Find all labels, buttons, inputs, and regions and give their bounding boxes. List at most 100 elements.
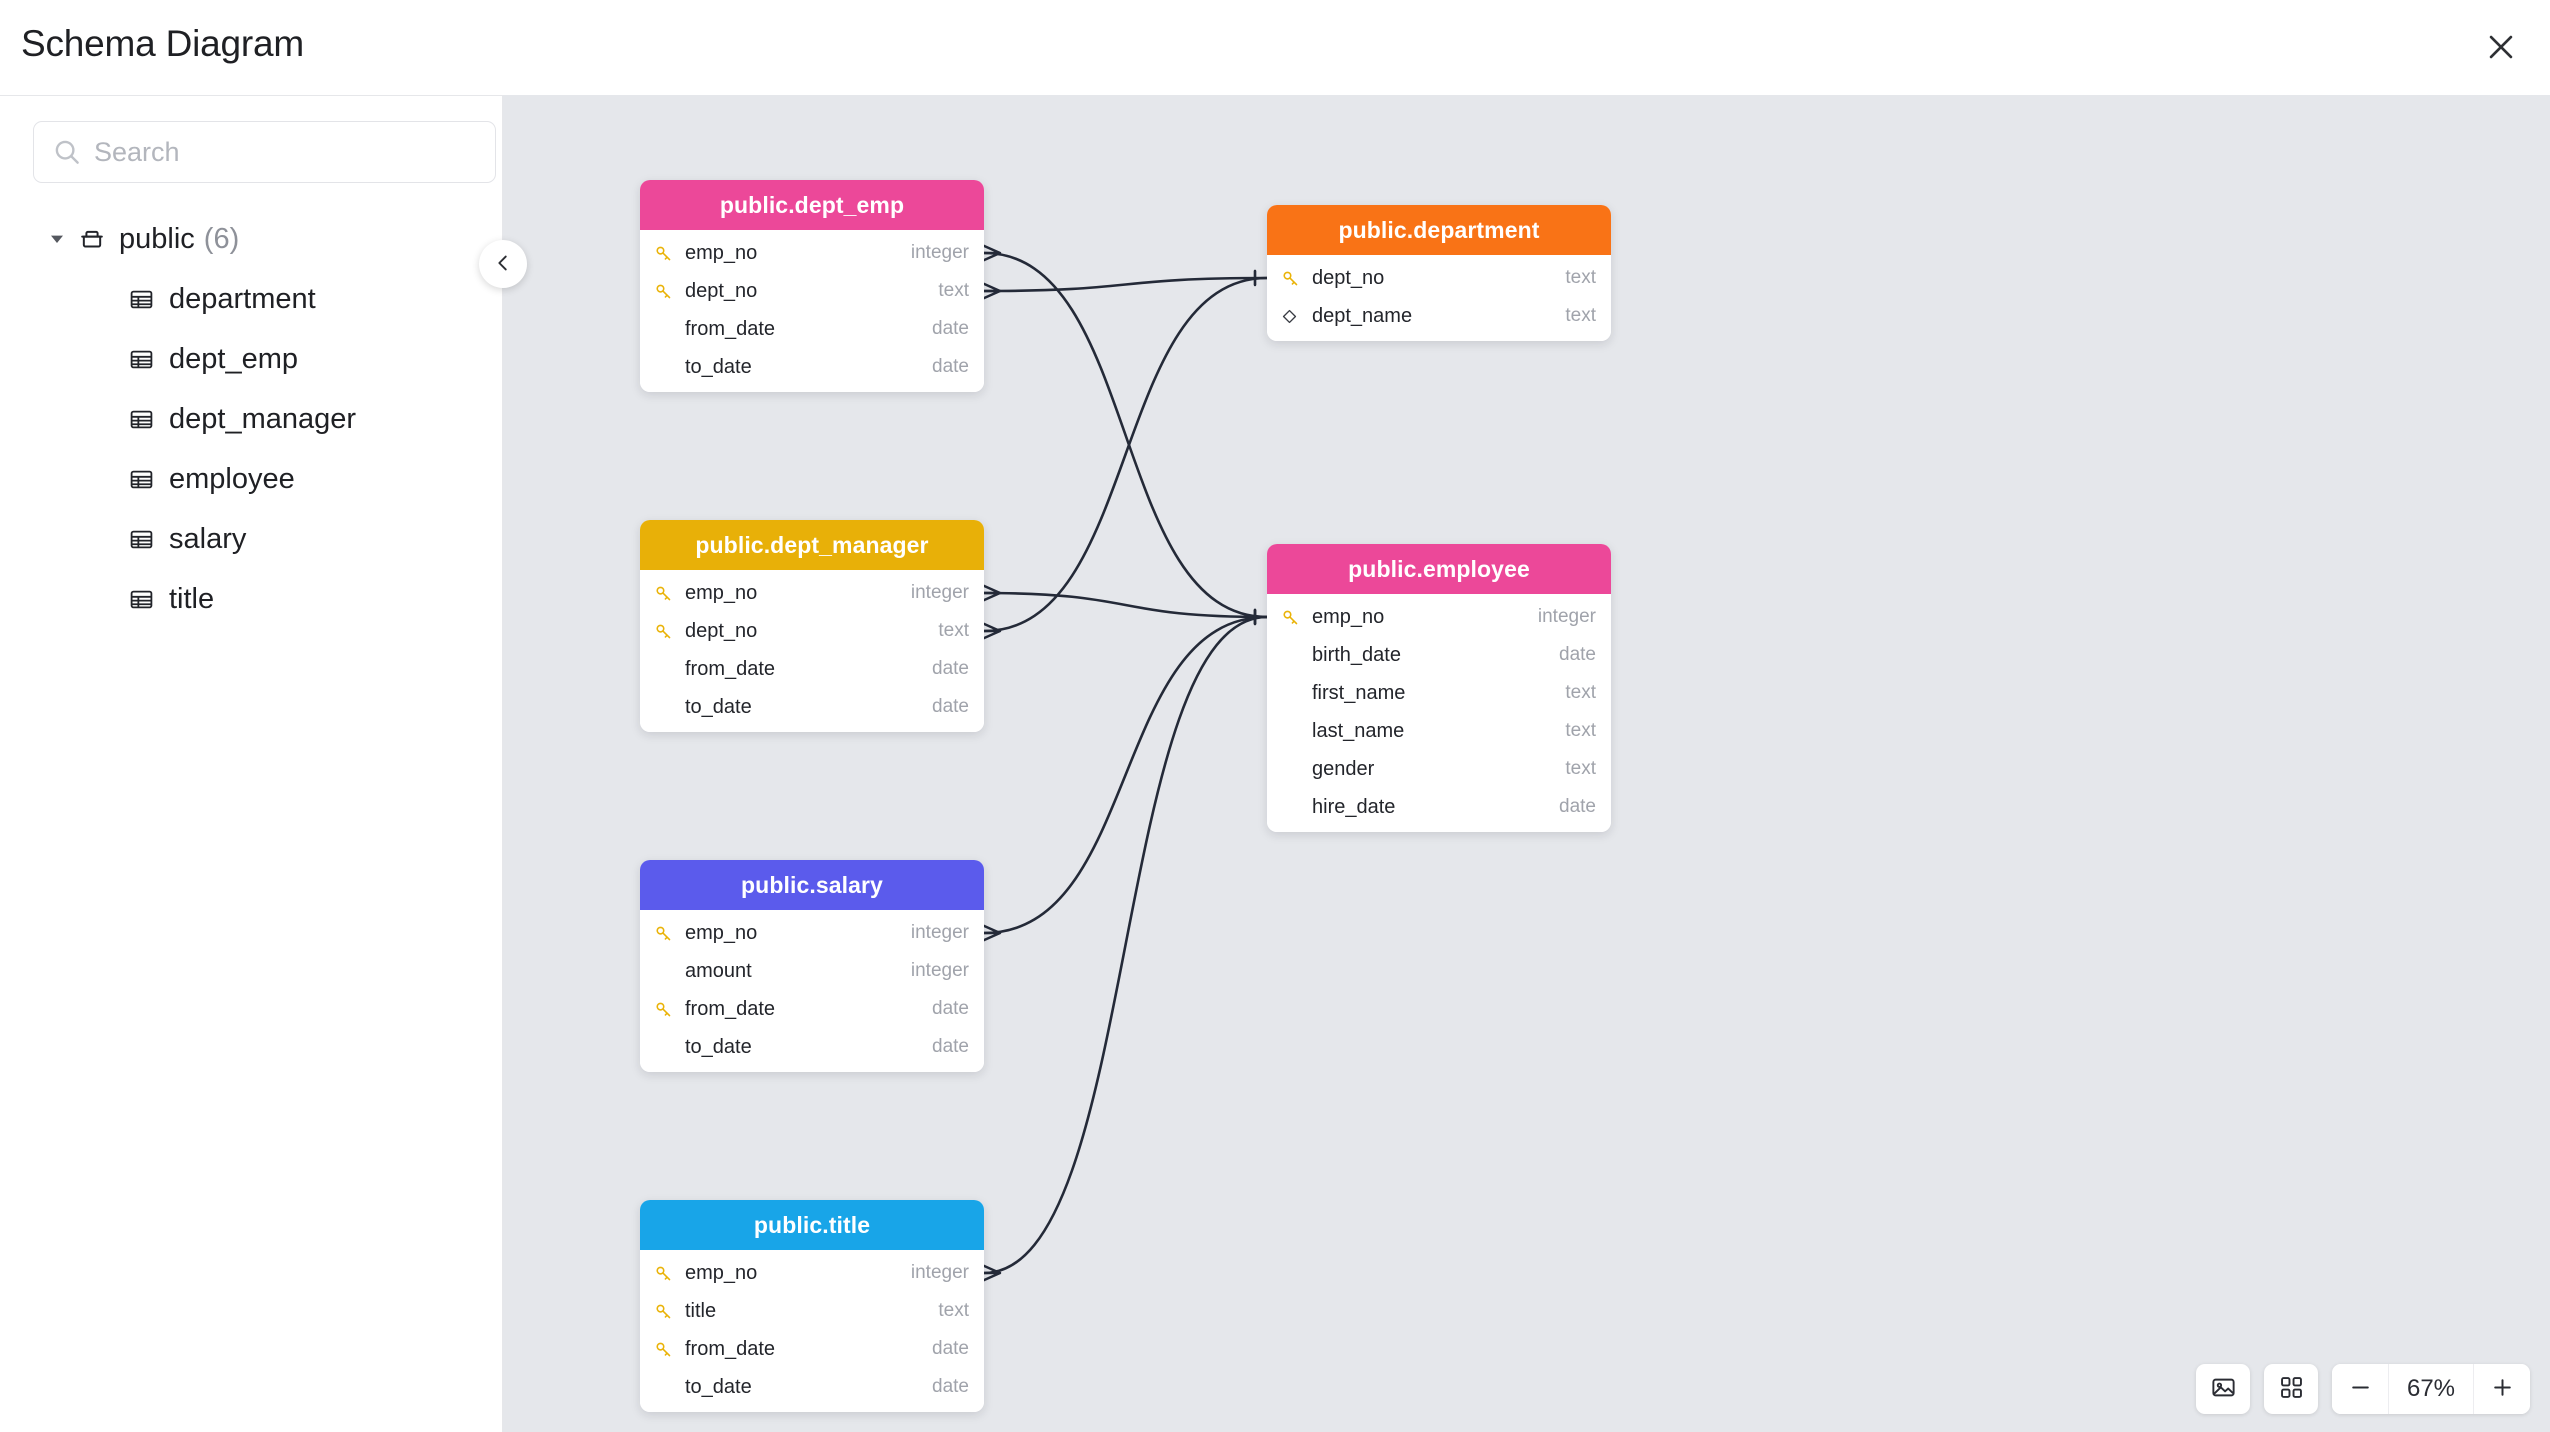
sidebar: public (6) department dept_emp dept_manage… — [0, 95, 503, 1432]
sidebar-table-employee[interactable]: employee — [0, 449, 502, 509]
primary-key-icon — [654, 1264, 678, 1283]
primary-key-icon — [1281, 269, 1305, 288]
sidebar-table-label: employee — [169, 462, 295, 495]
table-node-header-dept_manager[interactable]: public.dept_manager — [640, 520, 984, 570]
primary-key-icon — [654, 584, 678, 603]
sidebar-table-title[interactable]: title — [0, 569, 502, 629]
column-row[interactable]: to_date date — [640, 1368, 984, 1406]
column-name: to_date — [685, 355, 752, 378]
table-node-header-title[interactable]: public.title — [640, 1200, 984, 1250]
close-button[interactable] — [2472, 18, 2530, 76]
table-node-title: public.employee — [1348, 555, 1530, 582]
crows-foot-marker — [980, 583, 1002, 603]
sidebar-table-dept_manager[interactable]: dept_manager — [0, 389, 502, 449]
close-icon — [2484, 30, 2518, 64]
column-type: date — [932, 318, 969, 339]
sidebar-collapse-button[interactable] — [479, 240, 527, 288]
database-schema-icon — [78, 225, 106, 253]
column-type: date — [932, 658, 969, 679]
column-row[interactable]: dept_no text — [1267, 259, 1611, 297]
column-type: date — [932, 1376, 969, 1397]
table-node-title: public.dept_manager — [695, 531, 929, 558]
table-icon — [128, 466, 155, 493]
auto-layout-button[interactable] — [2264, 1364, 2318, 1414]
column-row[interactable]: from_date date — [640, 650, 984, 688]
column-name: from_date — [685, 317, 776, 340]
search-input[interactable] — [94, 136, 477, 168]
primary-key-icon — [1281, 608, 1305, 627]
relationship-edge — [983, 591, 1268, 619]
column-name: first_name — [1312, 681, 1406, 704]
relationship-edge — [983, 276, 1268, 633]
zoom-in-button[interactable] — [2474, 1364, 2530, 1414]
column-name: dept_no — [1312, 266, 1385, 289]
zoom-level-label[interactable]: 67% — [2388, 1364, 2474, 1414]
unique-index-icon — [1281, 308, 1305, 325]
relationship-edge — [983, 615, 1268, 1275]
table-node-header-salary[interactable]: public.salary — [640, 860, 984, 910]
export-image-button[interactable] — [2196, 1364, 2250, 1414]
column-type: integer — [910, 1262, 969, 1283]
title-bar: Schema Diagram — [0, 0, 2550, 95]
table-icon — [128, 586, 155, 613]
column-type: text — [1565, 267, 1596, 288]
column-name: to_date — [685, 1375, 752, 1398]
search-box[interactable] — [33, 121, 496, 183]
primary-key-icon — [654, 244, 678, 263]
chevron-down-icon[interactable] — [46, 228, 68, 250]
sidebar-table-label: department — [169, 282, 316, 315]
primary-key-icon — [654, 1340, 678, 1359]
schema-name: public — [119, 222, 195, 255]
column-type: text — [1565, 305, 1596, 326]
sidebar-table-salary[interactable]: salary — [0, 509, 502, 569]
sidebar-table-label: dept_emp — [169, 342, 298, 375]
sidebar-table-dept_emp[interactable]: dept_emp — [0, 329, 502, 389]
sidebar-table-department[interactable]: department — [0, 269, 502, 329]
table-node-header-dept_emp[interactable]: public.dept_emp — [640, 180, 984, 230]
relationship-edge — [983, 251, 1268, 619]
table-node-title: public.dept_emp — [719, 191, 905, 218]
column-type: date — [932, 1036, 969, 1057]
zoom-out-button[interactable] — [2332, 1364, 2388, 1414]
column-row[interactable]: to_date date — [640, 1028, 984, 1066]
column-row[interactable]: emp_no integer — [640, 1254, 984, 1292]
column-type: integer — [910, 242, 969, 263]
column-name: emp_no — [685, 1261, 758, 1284]
column-name: to_date — [685, 1035, 752, 1058]
column-name: dept_no — [685, 619, 758, 642]
canvas-toolbar: 67% — [2196, 1364, 2530, 1414]
table-node-header-department[interactable]: public.department — [1267, 205, 1611, 255]
tree-node-public-schema[interactable]: public (6) — [0, 209, 502, 269]
column-name: from_date — [685, 657, 776, 680]
crows-foot-marker — [980, 1263, 1002, 1283]
relationship-edges — [980, 243, 1268, 1283]
table-node-header-employee[interactable]: public.employee — [1267, 544, 1611, 594]
column-row[interactable]: from_date date — [640, 310, 984, 348]
